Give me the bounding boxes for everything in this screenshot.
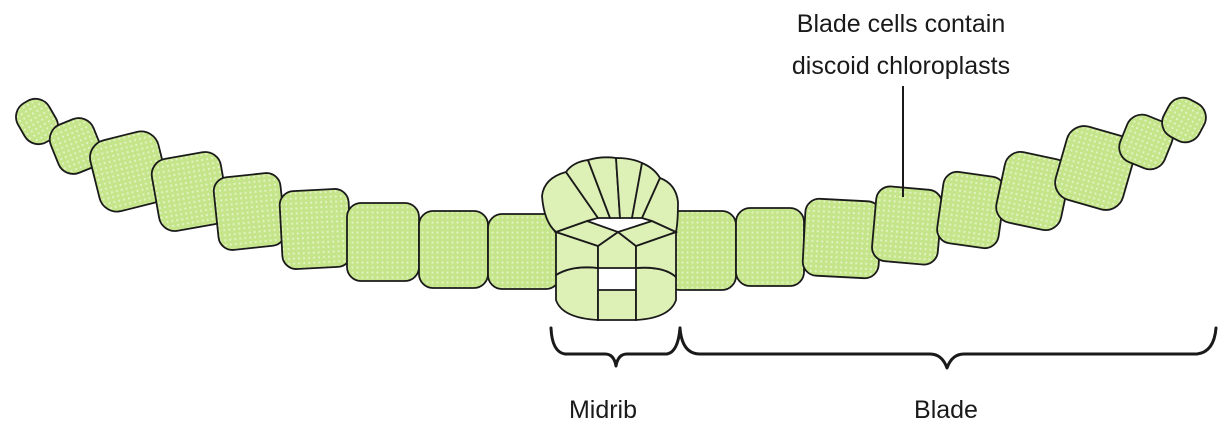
midrib-cells xyxy=(542,157,678,320)
midrib-label: Midrib xyxy=(569,396,637,424)
midrib-cell xyxy=(636,268,676,320)
callout: Blade cells contain discoid chloroplasts xyxy=(792,10,1010,197)
blade-brace xyxy=(680,328,1216,368)
blade-cell xyxy=(212,172,286,252)
callout-text-line1: Blade cells contain xyxy=(797,10,1005,38)
blade-cell xyxy=(279,188,352,270)
midrib-cell xyxy=(556,267,598,320)
blade-cell xyxy=(419,211,488,288)
blade-cell xyxy=(347,203,419,281)
blade-cell xyxy=(736,208,804,286)
blade-cell xyxy=(871,185,943,265)
midrib-cell xyxy=(598,290,636,320)
blade-cell xyxy=(802,198,882,279)
blade-label: Blade xyxy=(914,396,978,424)
callout-text-line2: discoid chloroplasts xyxy=(792,52,1010,80)
midrib-brace xyxy=(551,328,680,366)
